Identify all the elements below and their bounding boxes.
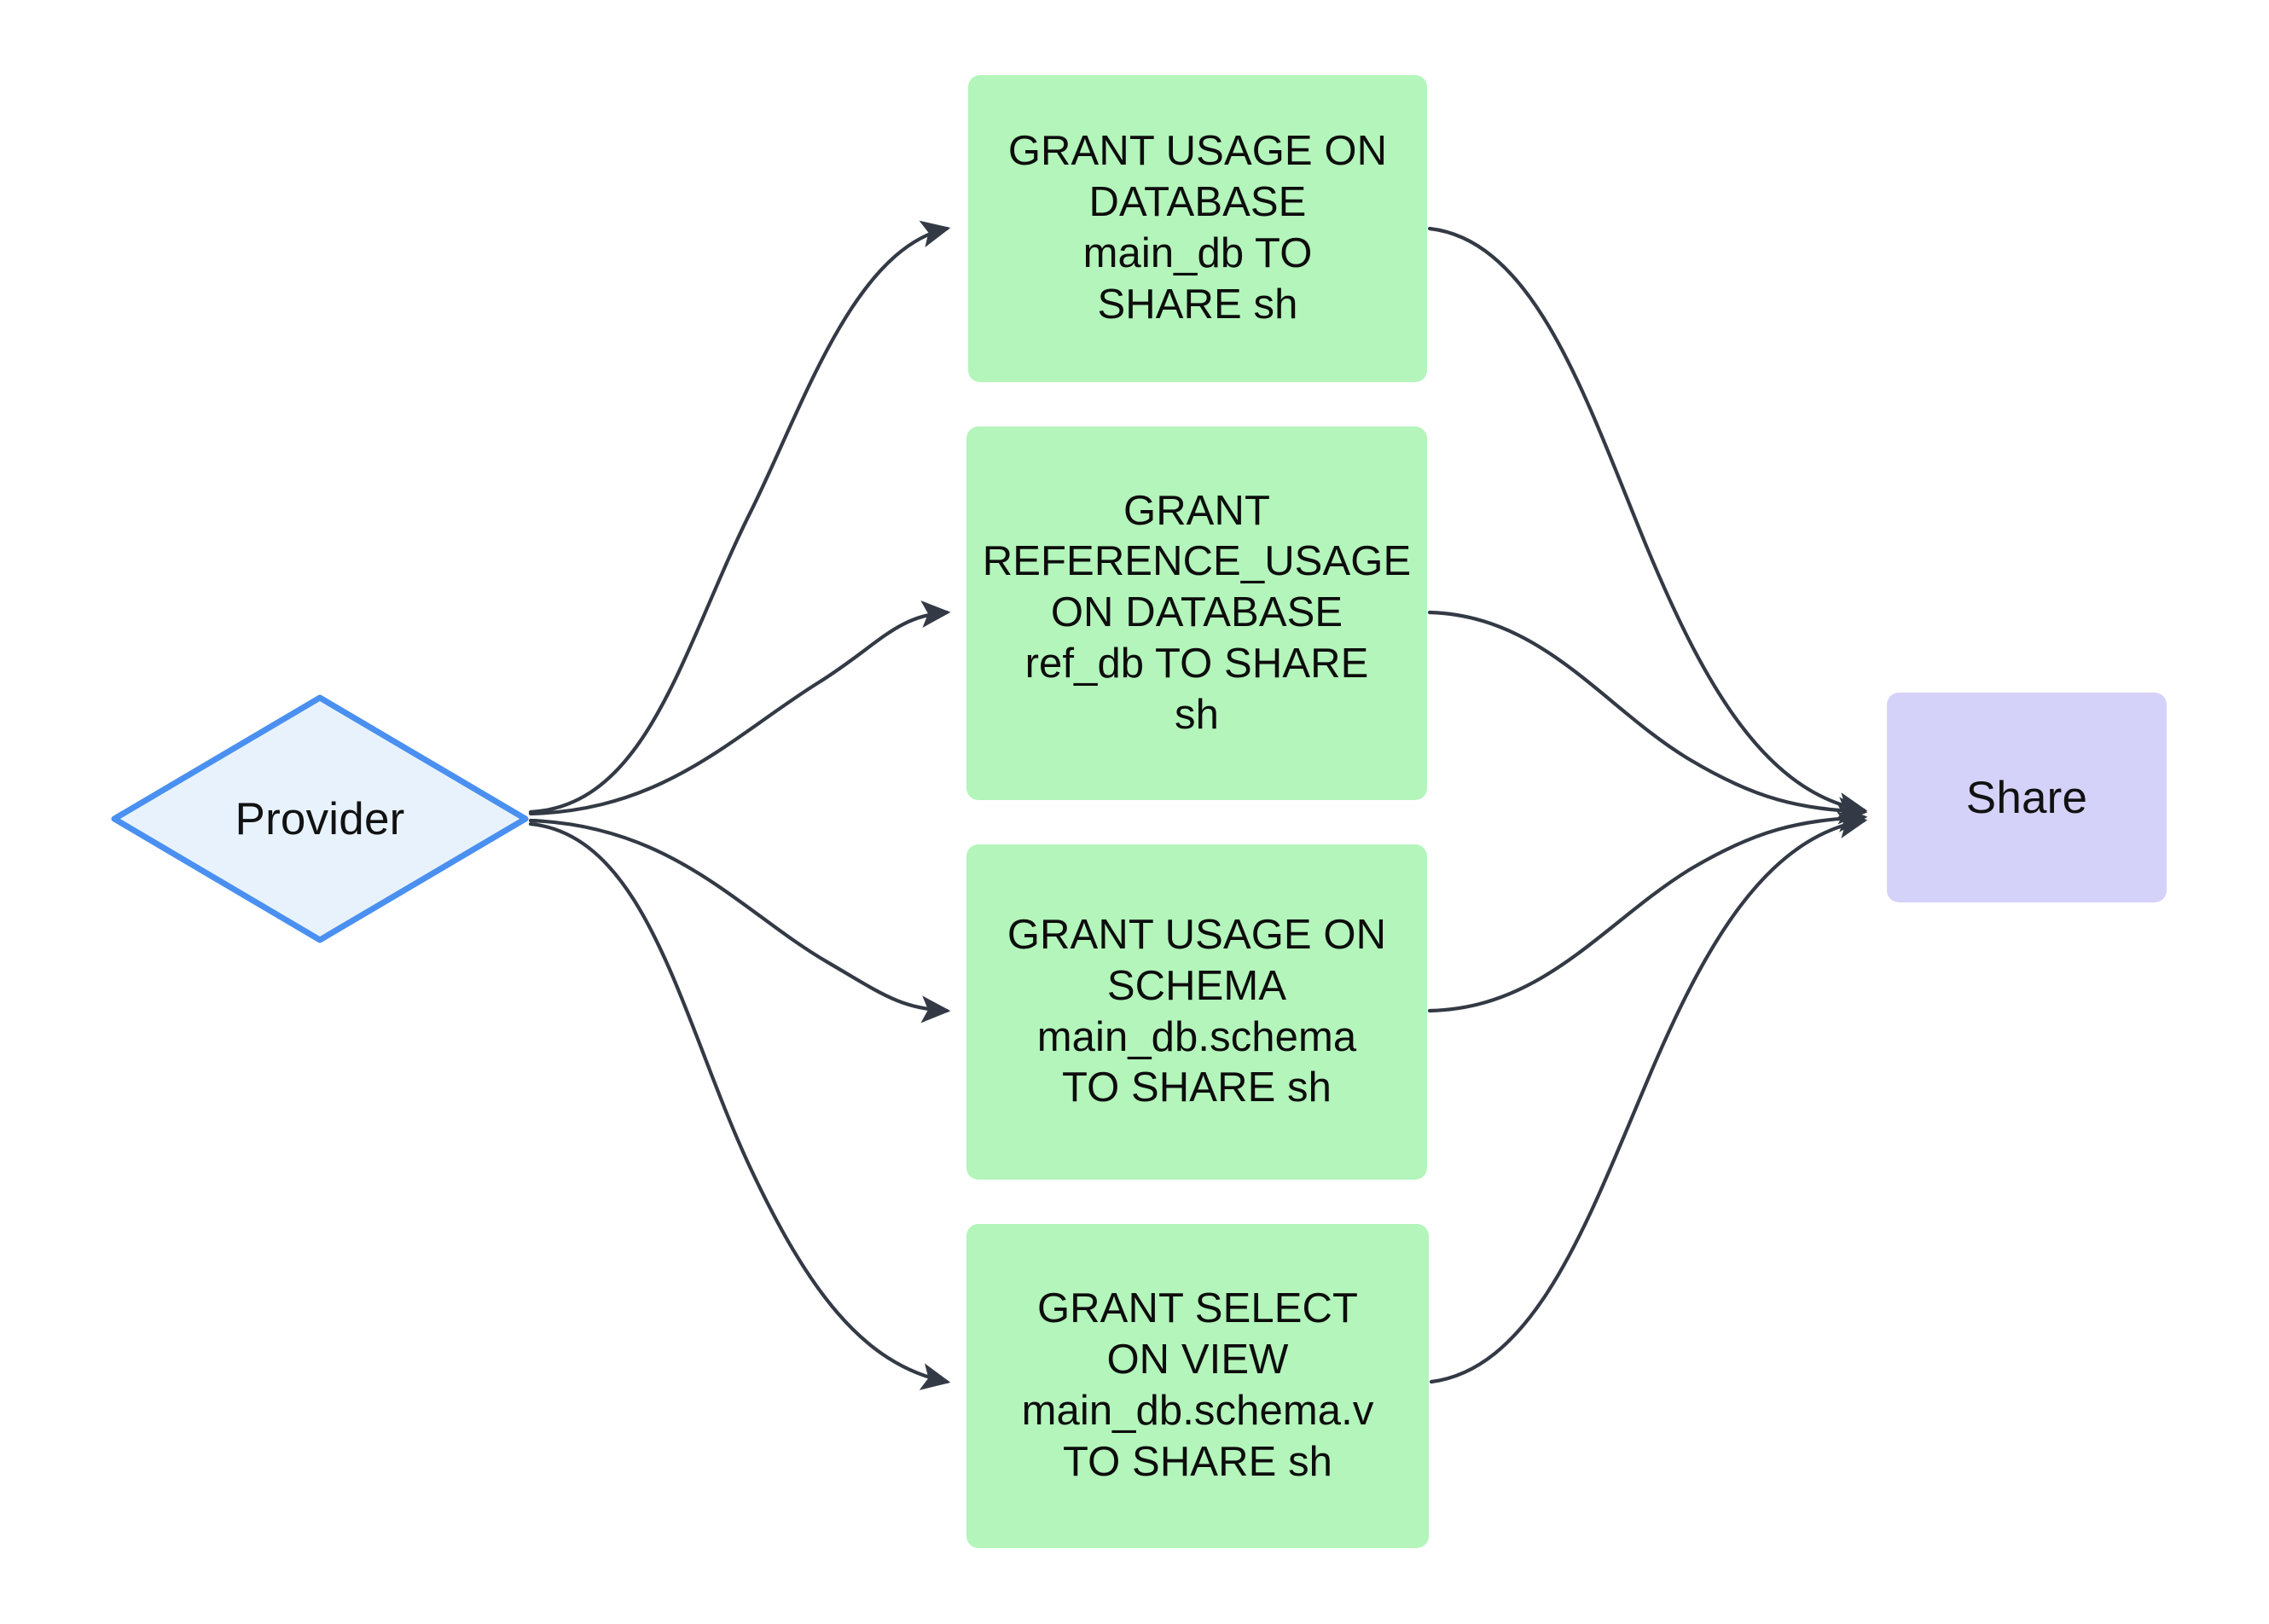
node-provider-label: Provider <box>235 793 405 844</box>
node-share[interactable]: Share <box>1887 693 2167 902</box>
node-grant-reference-usage-database-label: GRANT REFERENCE_USAGE ON DATABASE ref_db… <box>982 487 1412 738</box>
node-grant-select-view[interactable]: GRANT SELECT ON VIEW main_db.schema.v TO… <box>966 1224 1429 1548</box>
node-grant-usage-schema[interactable]: GRANT USAGE ON SCHEMA main_db.schema TO … <box>966 844 1427 1180</box>
node-grant-reference-usage-database[interactable]: GRANT REFERENCE_USAGE ON DATABASE ref_db… <box>966 426 1427 800</box>
edge-provider-to-grant-reference-usage-database <box>528 600 951 816</box>
node-provider[interactable]: Provider <box>109 693 531 945</box>
edge-grant-usage-database-to-share <box>1427 226 1868 820</box>
node-grant-select-view-label: GRANT SELECT ON VIEW main_db.schema.v TO… <box>1021 1285 1374 1485</box>
diamond-shape-icon <box>111 694 529 943</box>
node-grant-usage-database[interactable]: GRANT USAGE ON DATABASE main_db TO SHARE… <box>968 75 1427 382</box>
node-grant-usage-database-label: GRANT USAGE ON DATABASE main_db TO SHARE… <box>1007 128 1388 328</box>
edge-grant-reference-usage-database-to-share <box>1427 610 1868 825</box>
edge-provider-to-grant-select-view <box>528 821 951 1390</box>
edge-grant-select-view-to-share <box>1429 811 1868 1384</box>
node-share-label: Share <box>1965 772 2088 823</box>
edge-grant-usage-schema-to-share <box>1427 804 1868 1013</box>
edge-provider-to-grant-usage-database <box>528 220 951 815</box>
node-grant-usage-schema-label: GRANT USAGE ON SCHEMA main_db.schema TO … <box>1007 911 1387 1111</box>
edge-provider-to-grant-usage-schema <box>528 818 951 1024</box>
